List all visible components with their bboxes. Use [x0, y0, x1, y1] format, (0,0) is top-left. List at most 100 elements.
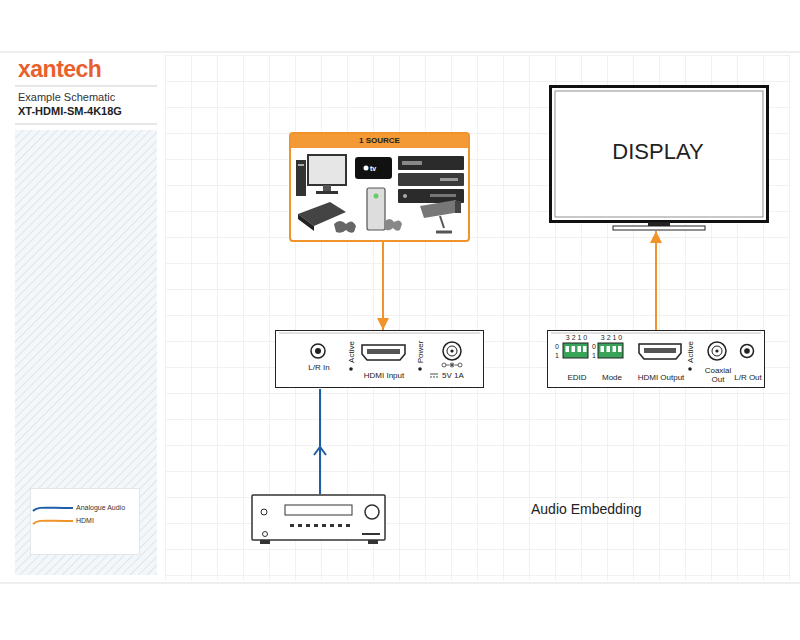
switch-numbers: 3 2 1 0	[566, 334, 587, 341]
page-rules	[15, 86, 157, 87]
av-receiver-icon	[365, 505, 379, 519]
dc-symbol	[433, 377, 435, 378]
display-screen: DISPLAY	[549, 85, 769, 231]
av-receiver-icon	[285, 505, 352, 515]
dip-switch	[563, 343, 588, 358]
transmitter-unit: L/R InActiveHDMI InputPower5V 1A	[275, 330, 484, 388]
game-console-icon	[367, 188, 385, 230]
page-rules	[0, 52, 800, 53]
camera-icon	[440, 216, 444, 228]
audio-jack	[741, 345, 754, 358]
media-player-icon	[355, 157, 392, 179]
receiver-art	[744, 348, 750, 354]
polarity-symbol	[450, 363, 454, 367]
transmitter-art	[315, 348, 321, 354]
coaxial-jack	[708, 342, 726, 360]
camera-icon	[436, 231, 452, 234]
receiver-unit: 3 2 1 001EDID3 2 1 001ModeHDMI OutputAct…	[547, 330, 765, 388]
receiver-art	[551, 333, 761, 334]
display-art	[551, 87, 768, 222]
analogue-audio-wire	[314, 447, 326, 455]
av-receiver-icon	[362, 533, 380, 535]
transmitter-art	[275, 330, 484, 388]
button-row	[290, 524, 294, 527]
set-top-box-icons	[440, 178, 458, 181]
page-rules	[15, 124, 157, 125]
dip-switch	[598, 343, 623, 358]
av-receiver-icon	[261, 509, 267, 515]
receiver-art	[547, 330, 765, 388]
grid-ground	[165, 55, 790, 580]
brand-logo: xantech	[18, 58, 101, 81]
switch-state: 0	[592, 343, 596, 350]
mode-caption: Audio Embedding	[531, 502, 642, 516]
transmitter-art	[447, 346, 457, 356]
legend-swatch	[32, 516, 74, 526]
dip-switch	[613, 346, 617, 352]
polarity-symbol	[455, 365, 458, 366]
av-receiver-icon	[263, 532, 268, 537]
pc-icon	[296, 160, 306, 196]
dip-switch	[607, 346, 611, 352]
switch-numbers: 3 2 1 0	[601, 334, 622, 341]
dip-switch	[563, 343, 588, 358]
dc-symbol	[430, 374, 438, 375]
pc-icon	[298, 164, 304, 166]
dip-switch	[601, 346, 605, 352]
status-led	[349, 367, 353, 371]
pc-icon	[323, 185, 331, 191]
legend-swatch	[32, 503, 74, 513]
port-label: HDMI Output	[638, 374, 685, 382]
power-rating: 5V 1A	[442, 372, 464, 380]
model-number: XT-HDMI-SM-4K18G	[18, 106, 122, 117]
transmitter-art	[275, 330, 484, 388]
transmitter-art	[279, 333, 480, 334]
power-jack	[443, 342, 461, 360]
display-art	[648, 222, 670, 226]
dip-switch	[618, 346, 622, 352]
game-console-icon	[334, 221, 356, 233]
button-row	[338, 524, 342, 527]
av-receiver-icon	[252, 495, 385, 544]
page-rules	[0, 583, 800, 584]
button-row	[322, 524, 326, 527]
dip-switch	[578, 346, 582, 352]
media-player-icon	[364, 166, 369, 171]
pc-icon	[308, 155, 346, 185]
transmitter-art	[367, 349, 400, 354]
polarity-symbol	[442, 363, 446, 367]
receiver-art	[547, 330, 765, 388]
camera-icon	[455, 201, 461, 213]
display-art	[555, 91, 763, 217]
page-rules	[0, 52, 800, 583]
receiver-art	[644, 348, 676, 353]
game-console-icon	[367, 188, 402, 231]
analogue-audio-wire	[319, 389, 321, 494]
pc-icon	[296, 155, 346, 196]
switch-state: 1	[555, 352, 559, 359]
polarity-symbol	[446, 365, 449, 366]
set-top-box-icons	[398, 173, 464, 186]
legend-text: HDMI	[76, 517, 94, 524]
av-receiver-icon	[252, 495, 385, 540]
source-box: 1 SOURCE	[289, 132, 470, 242]
game-console-icon	[384, 219, 402, 231]
game-console-icon	[298, 214, 314, 231]
button-row	[290, 524, 350, 527]
camera-icon	[420, 200, 460, 218]
status-led	[688, 367, 692, 371]
camera-icon	[420, 200, 461, 232]
status-led	[418, 367, 422, 371]
dip-switch	[566, 346, 570, 352]
dip-switch	[572, 346, 576, 352]
display-art	[613, 226, 705, 230]
legend-entry: HDMI	[32, 516, 137, 526]
set-top-box-icons	[403, 194, 407, 198]
sheet-subtitle: Example Schematic	[18, 92, 115, 103]
led-label: Power	[417, 341, 425, 364]
dc-symbol	[430, 377, 432, 378]
set-top-box-icons	[398, 156, 464, 203]
analogue-audio-wire	[314, 389, 326, 494]
dip-switch	[598, 343, 623, 358]
